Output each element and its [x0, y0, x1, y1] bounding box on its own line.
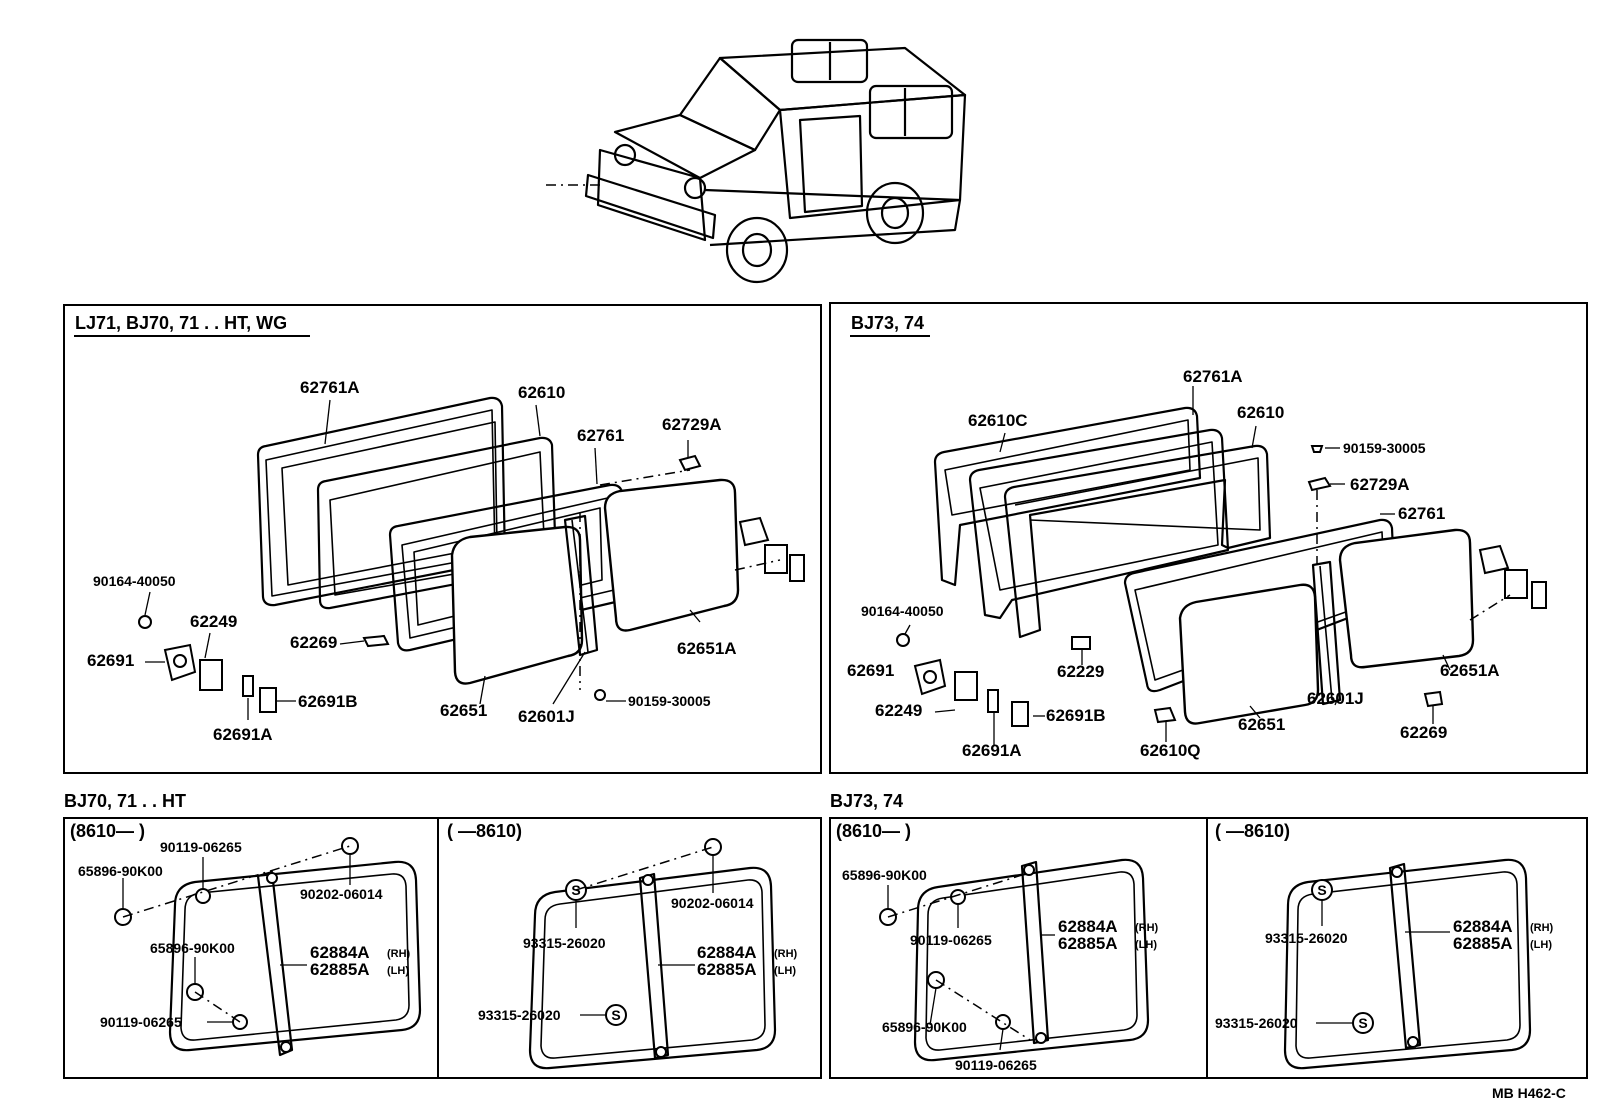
stay-rod	[1388, 862, 1422, 1050]
label-62610: 62610	[1237, 403, 1284, 422]
label-62269: 62269	[290, 633, 337, 652]
panel-top-right: BJ73, 74	[829, 302, 1588, 774]
label-62249: 62249	[875, 701, 922, 720]
label-62691B: 62691B	[1046, 706, 1106, 725]
label-rh: (RH)	[1530, 922, 1554, 934]
sliding-glass-pane	[450, 525, 584, 685]
label-62691B: 62691B	[298, 692, 358, 711]
label-lh: (LH)	[1135, 939, 1157, 951]
label-62885A: 62885A	[310, 960, 370, 979]
label-62691A: 62691A	[962, 741, 1022, 760]
label-93315-26020: 93315-26020	[1215, 1015, 1298, 1031]
label-62761A: 62761A	[1183, 367, 1243, 386]
label-90159-30005: 90159-30005	[628, 693, 711, 709]
label-90119-06265: 90119-06265	[160, 839, 242, 855]
diagram-code: MB H462-C	[1492, 1085, 1566, 1101]
stay-rod	[1020, 860, 1050, 1045]
s-mark-symbol: S	[611, 1007, 620, 1023]
label-62884A: 62884A	[1453, 917, 1513, 936]
label-62269: 62269	[1400, 723, 1447, 742]
divider-channel	[563, 514, 599, 657]
panel-header: BJ73, 74	[851, 313, 924, 333]
label-90159-30005: 90159-30005	[1343, 440, 1426, 456]
label-93315-26020: 93315-26020	[1265, 930, 1348, 946]
rear-glass-pane	[603, 478, 740, 632]
range-label: (8610— )	[70, 821, 145, 841]
label-62729A: 62729A	[1350, 475, 1410, 494]
label-62601J: 62601J	[518, 707, 575, 726]
panel-header: LJ71, BJ70, 71 . . HT, WG	[75, 313, 287, 333]
label-62249: 62249	[190, 612, 237, 631]
label-62761: 62761	[577, 426, 624, 445]
label-62691: 62691	[847, 661, 894, 680]
label-rh: (RH)	[1135, 922, 1159, 934]
label-62651: 62651	[1238, 715, 1285, 734]
label-lh: (LH)	[774, 965, 796, 977]
label-65896-90K00: 65896-90K00	[842, 867, 927, 883]
range-label: (8610— )	[836, 821, 911, 841]
label-62651A: 62651A	[677, 639, 737, 658]
label-65896-90K00: 65896-90K00	[78, 863, 163, 879]
label-rh: (RH)	[387, 948, 411, 960]
label-62729A: 62729A	[662, 415, 722, 434]
stay-rod	[256, 870, 294, 1057]
label-65896-90K00: 65896-90K00	[882, 1019, 967, 1035]
label-62601J: 62601J	[1307, 689, 1364, 708]
panel-bottom-left: BJ70, 71 . . HT (8610— ) ( —8610) 90119-…	[63, 791, 822, 1079]
label-90119-06265: 90119-06265	[955, 1057, 1037, 1073]
label-62691A: 62691A	[213, 725, 273, 744]
label-90164-40050: 90164-40050	[93, 573, 176, 589]
label-62691: 62691	[87, 651, 134, 670]
divider-channel	[1311, 560, 1342, 706]
label-90202-06014: 90202-06014	[300, 886, 383, 902]
label-62761A: 62761A	[300, 378, 360, 397]
label-90164-40050: 90164-40050	[861, 603, 944, 619]
range-label: ( —8610)	[1215, 821, 1290, 841]
label-62610Q: 62610Q	[1140, 741, 1201, 760]
label-62761: 62761	[1398, 504, 1445, 523]
rear-glass-pane	[1338, 528, 1475, 669]
panel-bottom-right: BJ73, 74 (8610— ) ( —8610) 65896-90K00 9…	[829, 791, 1588, 1079]
label-rh: (RH)	[774, 948, 798, 960]
label-65896-90K00: 65896-90K00	[150, 940, 235, 956]
label-lh: (LH)	[387, 965, 409, 977]
leader-lines	[904, 386, 1451, 745]
label-62229: 62229	[1057, 662, 1104, 681]
panel-top-left: LJ71, BJ70, 71 . . HT, WG	[63, 304, 822, 774]
panel-header: BJ73, 74	[830, 791, 903, 811]
sliding-glass-pane	[1178, 583, 1320, 725]
label-62651: 62651	[440, 701, 487, 720]
label-62885A: 62885A	[697, 960, 757, 979]
label-90119-06265: 90119-06265	[910, 932, 992, 948]
label-62884A: 62884A	[697, 943, 757, 962]
window-frame-assembly	[933, 406, 1397, 693]
vehicle-illustration	[545, 38, 967, 284]
label-62610: 62610	[518, 383, 565, 402]
label-lh: (LH)	[1530, 939, 1552, 951]
label-62884A: 62884A	[1058, 917, 1118, 936]
panel-header: BJ70, 71 . . HT	[64, 791, 186, 811]
label-62884A: 62884A	[310, 943, 370, 962]
label-90202-06014: 90202-06014	[671, 895, 754, 911]
label-62885A: 62885A	[1453, 934, 1513, 953]
label-93315-26020: 93315-26020	[478, 1007, 561, 1023]
s-mark-symbol: S	[1317, 882, 1326, 898]
label-93315-26020: 93315-26020	[523, 935, 606, 951]
label-62885A: 62885A	[1058, 934, 1118, 953]
label-62651A: 62651A	[1440, 661, 1500, 680]
label-62610C: 62610C	[968, 411, 1028, 430]
label-90119-06265: 90119-06265	[100, 1014, 182, 1030]
s-mark-symbol: S	[1358, 1015, 1367, 1031]
range-label: ( —8610)	[447, 821, 522, 841]
stay-rod	[638, 872, 670, 1060]
